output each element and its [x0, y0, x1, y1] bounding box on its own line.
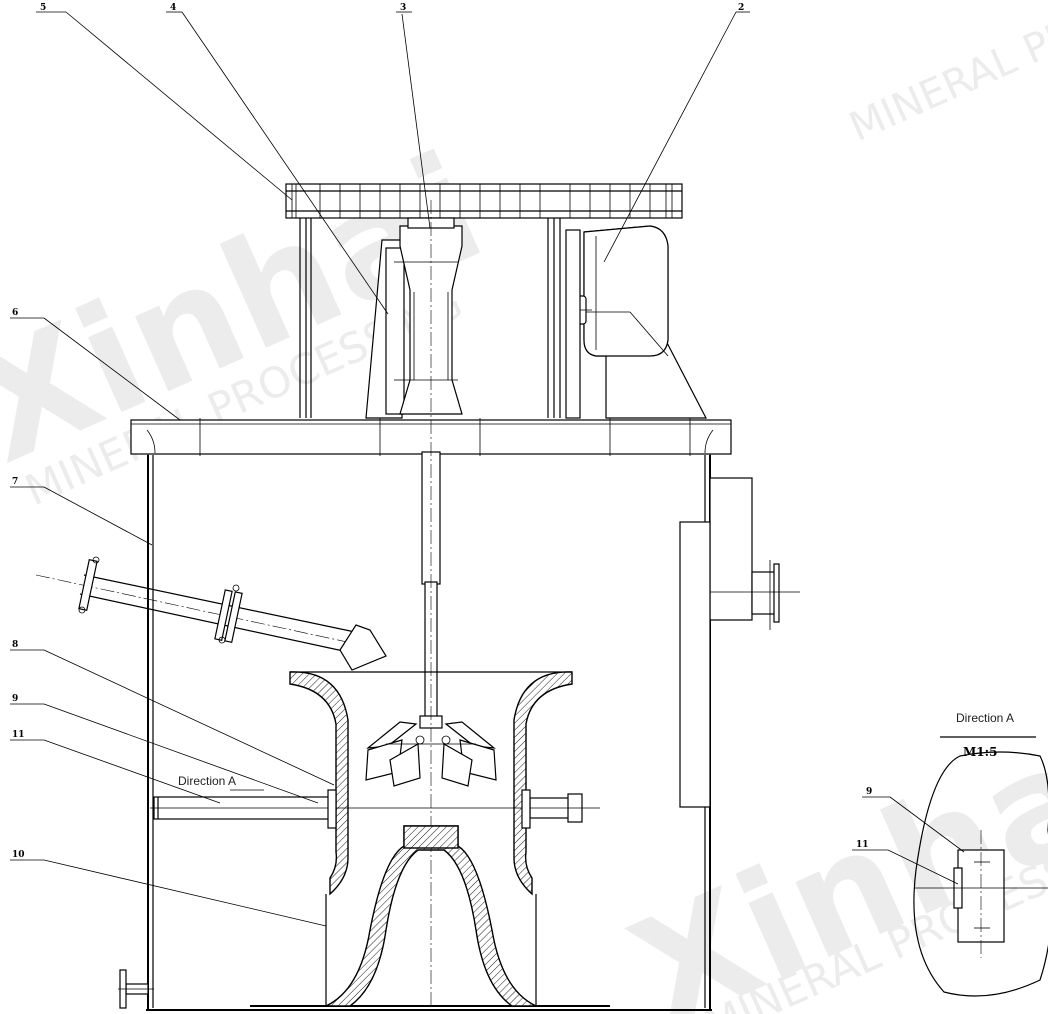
overflow-outlet	[679, 477, 800, 808]
callout-3: 3	[400, 3, 406, 13]
callout-numbers: 2 3 4 5 6 7 8 9 10 11 9 11	[12, 3, 872, 860]
agitator-shaft	[419, 200, 443, 1010]
callout-7: 7	[12, 477, 18, 487]
callout-8: 8	[12, 640, 18, 650]
support-bar	[150, 789, 600, 829]
callout-6: 6	[12, 308, 18, 318]
callout-10: 10	[12, 850, 25, 860]
callout-5: 5	[40, 3, 46, 13]
callout-4: 4	[170, 3, 176, 13]
drive-motor	[565, 225, 707, 419]
draft-tube	[289, 671, 573, 896]
callout-2: 2	[738, 3, 744, 13]
detail-view-direction-a	[913, 736, 1048, 997]
support-frame	[299, 186, 561, 418]
circulation-cone	[325, 825, 537, 1007]
feed-pipe	[35, 556, 387, 671]
direction-label-main: Direction A	[178, 774, 236, 788]
callout-11-detail: 11	[856, 840, 869, 850]
impeller	[365, 721, 497, 787]
watermark-tagline-top: MINERAL PROCESSING	[843, 0, 1048, 151]
callout-9: 9	[12, 694, 18, 704]
view-scale-label: M1:5	[963, 745, 997, 759]
drain-valve	[118, 969, 154, 1009]
guard-railing	[285, 183, 683, 219]
leader-lines	[10, 11, 965, 927]
callout-9-detail: 9	[866, 787, 872, 797]
callout-11: 11	[12, 730, 25, 740]
direction-label-view: Direction A	[956, 711, 1014, 725]
